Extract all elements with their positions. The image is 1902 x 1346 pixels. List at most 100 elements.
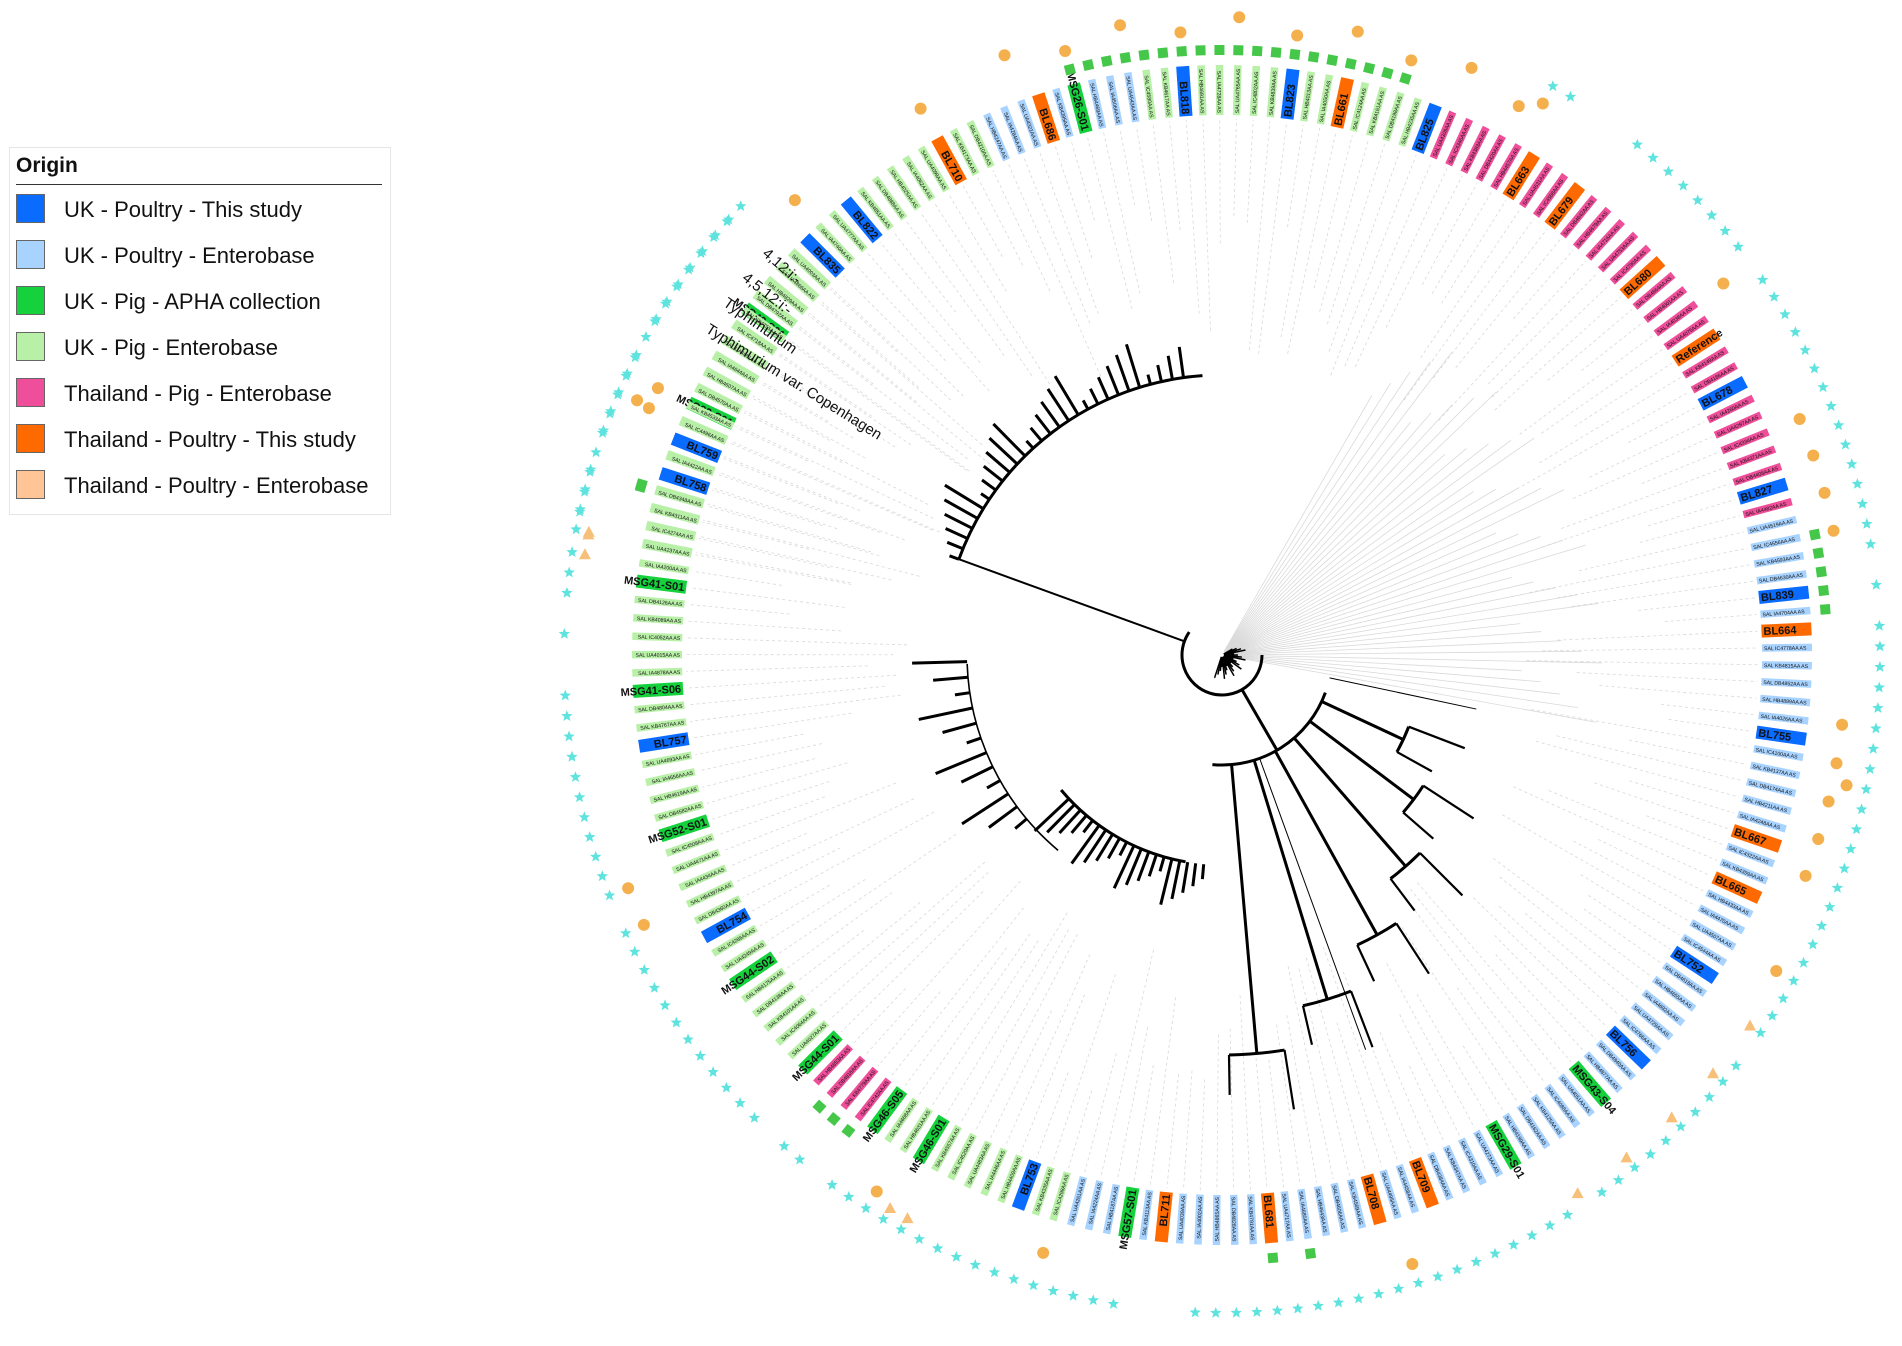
leaf-guide-line bbox=[1410, 905, 1546, 1084]
leaf: SAL UA4717AA AS bbox=[1280, 1190, 1294, 1242]
leaf-guide-line bbox=[990, 1010, 1052, 1139]
leaf-guide-line bbox=[1583, 908, 1662, 964]
star-marker bbox=[694, 1050, 706, 1061]
branch bbox=[1419, 852, 1464, 897]
star-marker bbox=[1451, 1263, 1463, 1275]
branch bbox=[1070, 814, 1088, 834]
leaf-color-box bbox=[871, 175, 908, 221]
leaf-guide-line bbox=[692, 712, 852, 739]
leaf-guide-line bbox=[1286, 1015, 1318, 1183]
leaf-color-box bbox=[1154, 1191, 1173, 1243]
branch-faint bbox=[1225, 587, 1556, 655]
leaf-color-box bbox=[1102, 1183, 1121, 1235]
branch bbox=[1159, 858, 1174, 905]
leaf-guide-line bbox=[1542, 647, 1758, 652]
leaf-guide-line bbox=[933, 202, 1050, 385]
branch bbox=[1422, 784, 1475, 820]
leaf-guide-line bbox=[1068, 1090, 1093, 1169]
leaf: MSG46-S05 bbox=[861, 1086, 908, 1144]
star-marker bbox=[1432, 1270, 1444, 1282]
leaf-guide-line bbox=[1490, 391, 1690, 505]
star-marker bbox=[1719, 225, 1731, 236]
leaf: MSG29-S01 bbox=[1485, 1119, 1527, 1181]
branch-faint bbox=[1225, 655, 1560, 695]
leaf-color-box bbox=[632, 681, 684, 698]
branch bbox=[981, 478, 997, 492]
branch-faint bbox=[1225, 544, 1586, 655]
leaf-guide-line bbox=[777, 354, 912, 446]
branch-arc bbox=[1401, 784, 1425, 814]
star-marker bbox=[672, 278, 684, 290]
leaf-color-box bbox=[671, 848, 721, 875]
square-marker bbox=[1326, 54, 1339, 66]
leaf-label: SAL KB4089AA AS bbox=[637, 616, 682, 625]
branch-arc bbox=[1395, 726, 1411, 753]
leaf-guide-line bbox=[744, 410, 929, 505]
leaf-guide-line bbox=[1561, 467, 1725, 529]
leaf-color-box bbox=[649, 505, 700, 525]
leaf-guide-line bbox=[1305, 957, 1367, 1172]
star-marker bbox=[708, 231, 720, 242]
leaf-guide-line bbox=[1313, 135, 1353, 289]
leaf-guide-line bbox=[1417, 882, 1572, 1063]
star-marker bbox=[1526, 1229, 1538, 1241]
leaf-label: SAL IA4224AA AS bbox=[1088, 1182, 1104, 1225]
leaf-guide-line bbox=[1070, 140, 1095, 221]
leaf-label: SAL IA4482AA AS bbox=[1745, 501, 1788, 518]
leaf-color-box bbox=[645, 768, 696, 787]
star-marker bbox=[1768, 291, 1780, 302]
star-marker bbox=[1027, 1279, 1040, 1291]
leaf-color-box bbox=[693, 895, 742, 925]
leaf-label: BL664 bbox=[1763, 625, 1797, 638]
leaf: SAL IC4100AA AS bbox=[1753, 745, 1804, 762]
leaf-label: SAL KB4791AA AS bbox=[1247, 1196, 1255, 1241]
square-marker bbox=[1818, 585, 1830, 597]
circle-marker bbox=[631, 394, 644, 407]
branch bbox=[1046, 388, 1070, 422]
leaf-guide-line bbox=[1229, 1028, 1235, 1191]
circle-marker bbox=[1717, 277, 1730, 290]
star-marker bbox=[1807, 938, 1819, 950]
leaf-guide-line bbox=[730, 440, 940, 533]
leaf-guide-line bbox=[960, 929, 1070, 1124]
square-marker bbox=[1082, 58, 1095, 71]
leaf-label: SAL KB4839AA AS bbox=[1269, 70, 1279, 115]
leaf-color-box bbox=[1749, 761, 1801, 780]
leaf-label: SAL IA4656AA AS bbox=[651, 770, 694, 785]
star-marker bbox=[578, 811, 590, 823]
circle-marker bbox=[914, 102, 927, 115]
leaf-color-box bbox=[1619, 256, 1666, 300]
leaf-color-box bbox=[854, 1077, 892, 1122]
leaf-guide-line bbox=[917, 933, 1031, 1097]
leaf-guide-line bbox=[1589, 421, 1705, 478]
leaf-guide-line bbox=[867, 252, 990, 392]
leaf: SAL KB4839AA AS bbox=[1266, 67, 1279, 118]
circle-marker bbox=[1059, 45, 1072, 58]
leaf: SAL IA4200AA AS bbox=[638, 559, 690, 575]
leaf-label: SAL UA4015AA AS bbox=[635, 653, 680, 659]
star-marker bbox=[584, 466, 596, 477]
star-marker bbox=[1732, 240, 1744, 252]
leaf-guide-line bbox=[1574, 363, 1672, 427]
leaf-guide-line bbox=[1336, 1022, 1383, 1167]
leaf-guide-line bbox=[1571, 580, 1753, 607]
leaf-color-box bbox=[731, 321, 777, 356]
leaf-color-box bbox=[1260, 1192, 1279, 1244]
leaf-color-box bbox=[931, 1124, 962, 1172]
leaf-color-box bbox=[1346, 1178, 1367, 1229]
branch-faint bbox=[1223, 382, 1391, 652]
leaf-color-box bbox=[1753, 745, 1804, 762]
leaf-label: SAL KB4569AA AS bbox=[1347, 1181, 1363, 1226]
branch-faint bbox=[1224, 448, 1467, 653]
leaf-color-box bbox=[886, 165, 922, 211]
leaf-color-box bbox=[1084, 1180, 1104, 1231]
leaf-guide-line bbox=[854, 264, 947, 362]
square-marker bbox=[1251, 45, 1263, 57]
star-marker bbox=[720, 1081, 733, 1093]
leaf-color-box bbox=[1713, 411, 1763, 439]
leaf-guide-line bbox=[842, 275, 964, 397]
leaf-color-box bbox=[857, 186, 894, 231]
leaf: SAL IA4878AA AS bbox=[632, 667, 683, 677]
leaf-guide-line bbox=[1438, 260, 1586, 421]
star-marker bbox=[659, 297, 672, 309]
